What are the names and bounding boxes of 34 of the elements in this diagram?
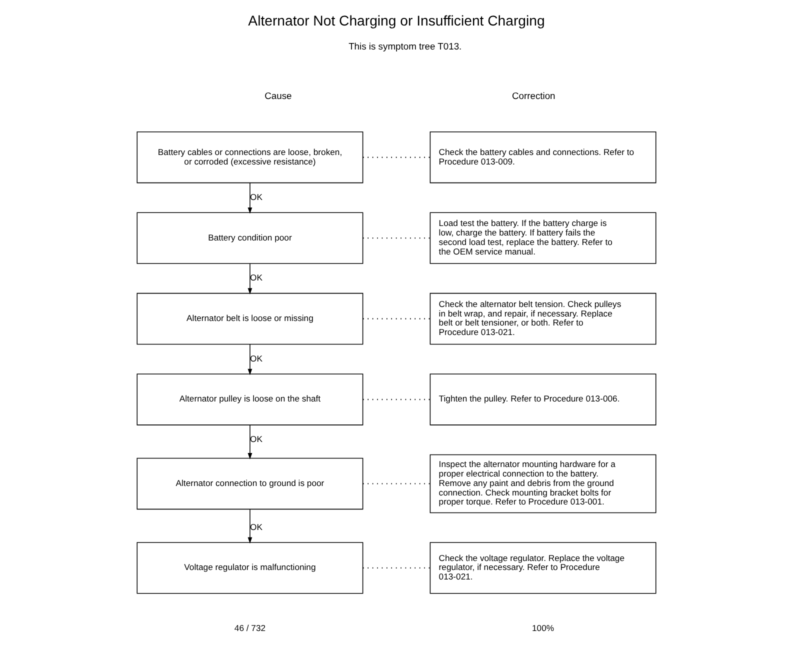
arrow [247, 263, 252, 294]
label: 46 / 732 [234, 622, 266, 633]
node-box: Load test the battery. If the battery charge is low, charge the battery. If battery fails the second load test, replace the battery. Refer to the OEM service manual. [429, 212, 656, 264]
label: Correction [511, 90, 555, 102]
connector [362, 318, 430, 320]
connector [362, 483, 430, 484]
node-box: Inspect the alternator mounting hardware for a proper electrical connection to the battery. Remove any paint and debris from the ground connection. Check mounting bracket bolts for proper torque. Refer to Procedure 013-001. [429, 454, 656, 514]
edge-label: OK [250, 434, 262, 444]
connector [362, 567, 430, 569]
label: Cause [264, 90, 292, 102]
edge-label: OK [250, 192, 262, 202]
node-box: Battery cables or connections are loose, broken, or corroded (excessive resistance) [136, 132, 363, 184]
label: This is symptom tree T013. [348, 40, 462, 52]
connector [362, 237, 430, 239]
arrow [247, 508, 252, 544]
edge-label: OK [250, 353, 262, 364]
edge-label: OK [250, 522, 262, 532]
connector [362, 398, 430, 400]
diagram-title: Alternator Not Charging or Insufficient Charging [248, 12, 544, 29]
node-box: Tighten the pulley. Refer to Procedure 013-006. [429, 374, 656, 426]
edge-label: OK [250, 272, 262, 283]
node-box: Alternator belt is loose or missing [136, 292, 363, 345]
node-box: Check the voltage regulator. Replace the voltage regulator, if necessary. Refer to Procedure 013-021. [429, 542, 656, 594]
arrow [247, 344, 252, 376]
node-box: Voltage regulator is malfunctioning [136, 542, 363, 594]
node-box: Check the battery cables and connections. Refer to Procedure 013-009. [429, 132, 656, 184]
node-box: Battery condition poor [136, 212, 363, 264]
node-box: Alternator pulley is loose on the shaft [136, 374, 363, 426]
arrow [247, 182, 252, 214]
node-box: Check the alternator belt tension. Check pulleys in belt wrap, and repair, if necessary. Replace belt or belt tensioner, or both. Refer to Procedure 013-021. [429, 292, 656, 345]
label: 100% [532, 622, 554, 633]
arrow [247, 424, 252, 460]
connector [362, 156, 430, 158]
node-box: Alternator connection to ground is poor [136, 458, 363, 510]
